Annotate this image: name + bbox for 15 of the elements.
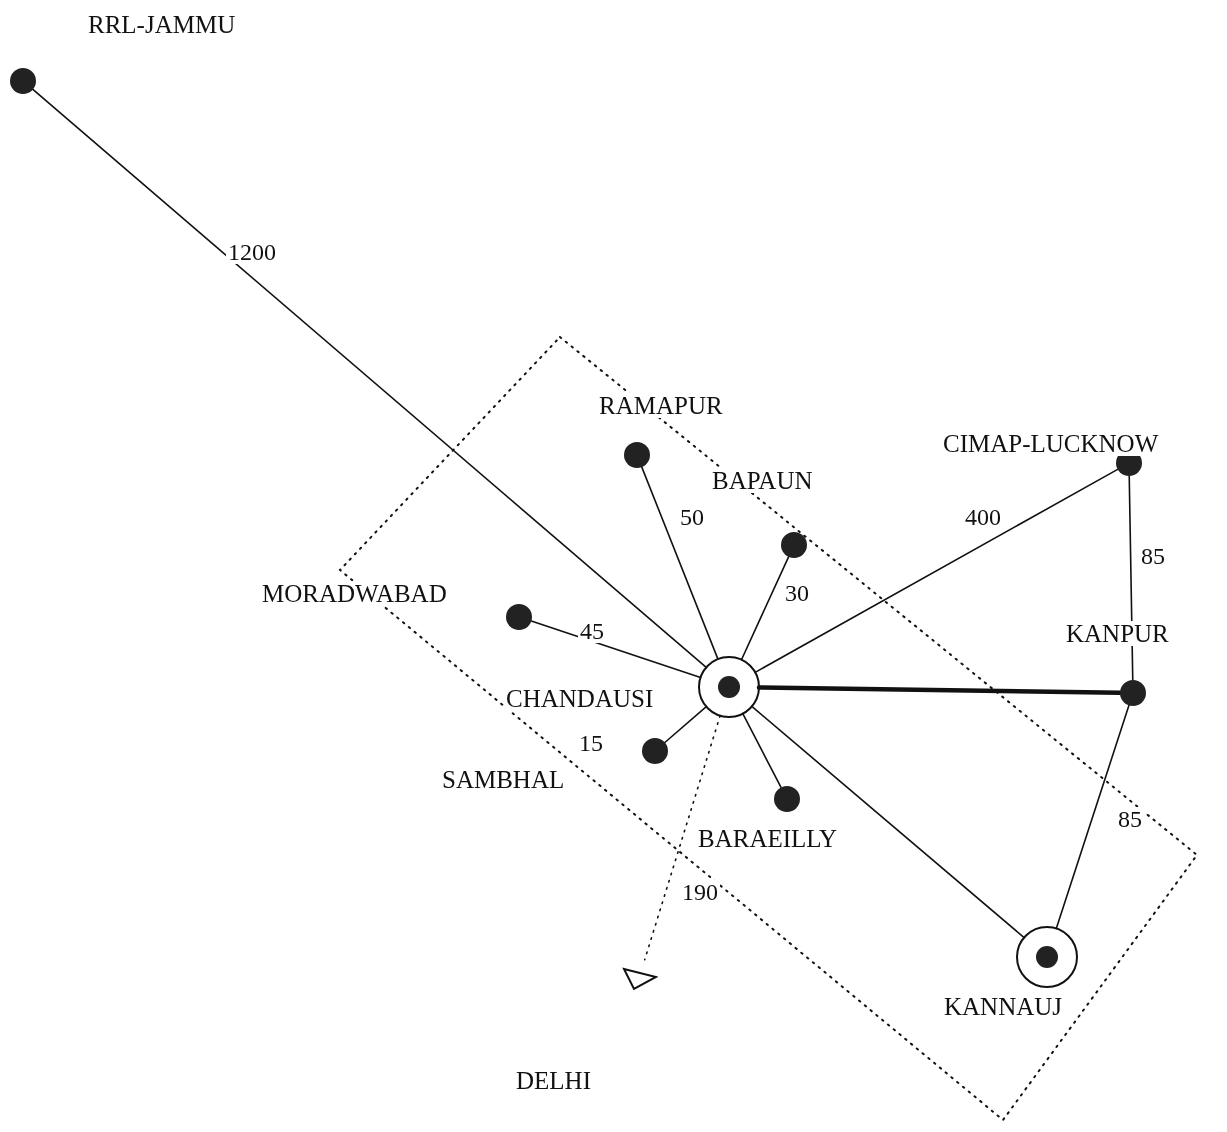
connector-line <box>641 466 719 660</box>
connector-line <box>32 88 708 669</box>
place-name: RAMAPUR <box>599 393 723 418</box>
connector-line <box>664 705 708 744</box>
connector-line <box>754 468 1119 674</box>
connector-line <box>751 705 1025 939</box>
connector-line <box>530 620 702 679</box>
connector-line <box>1055 704 1130 930</box>
connector-line <box>740 556 790 661</box>
place-name: MORADWABAD <box>262 581 447 606</box>
connector-line <box>742 712 782 789</box>
place-name: BAPAUN <box>712 468 813 493</box>
place-name: KANPUR <box>1066 621 1169 646</box>
connector-line <box>1128 475 1134 681</box>
dotted-connector <box>643 714 721 961</box>
